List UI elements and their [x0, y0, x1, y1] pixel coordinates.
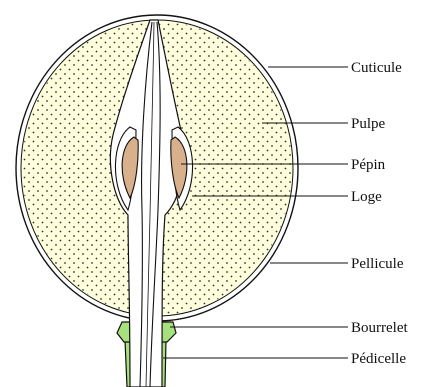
- label-loge: Loge: [351, 189, 382, 205]
- label-pellicule: Pellicule: [351, 256, 404, 272]
- label-bourrelet: Bourrelet: [351, 320, 408, 336]
- label-cuticule: Cuticule: [351, 60, 402, 76]
- label-pepin: Pépin: [351, 157, 386, 173]
- label-pedicelle: Pédicelle: [351, 351, 406, 367]
- label-pulpe: Pulpe: [351, 116, 386, 132]
